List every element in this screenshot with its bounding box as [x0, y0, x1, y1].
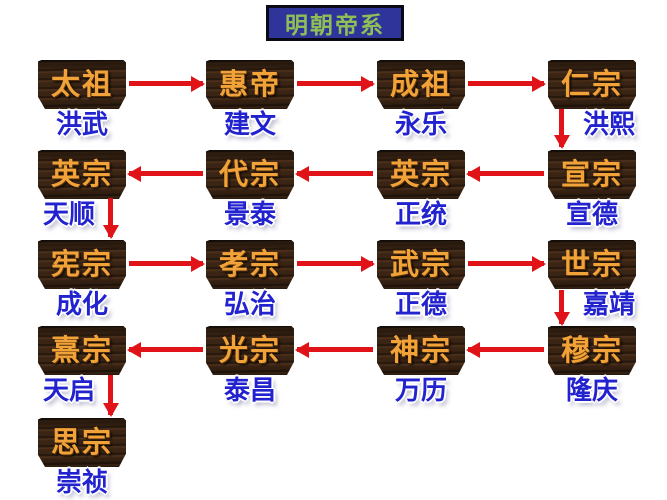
emperor-plaque: 穆宗 — [548, 326, 636, 375]
era-name: 景泰 — [223, 200, 276, 230]
era-name: 天顺 — [42, 200, 95, 230]
node-xizong: 熹宗 天启 — [38, 326, 126, 405]
node-shenzong: 神宗 万历 — [377, 326, 465, 405]
temple-name: 代宗 — [218, 157, 281, 191]
emperor-plaque: 武宗 — [377, 240, 465, 289]
node-xiaozong: 孝宗 弘治 — [206, 240, 294, 319]
temple-name: 熹宗 — [50, 333, 113, 367]
emperor-plaque: 宪宗 — [38, 240, 126, 289]
emperor-plaque: 英宗 — [377, 150, 465, 199]
temple-name: 神宗 — [389, 333, 452, 367]
era-name: 永乐 — [394, 110, 447, 140]
emperor-plaque: 神宗 — [377, 326, 465, 375]
temple-name: 武宗 — [389, 247, 452, 281]
arrow-daizong-to-yingzong-tianshun — [129, 171, 203, 176]
node-wuzong: 武宗 正德 — [377, 240, 465, 319]
arrow-huidi-to-chengzu — [297, 81, 373, 86]
temple-name: 孝宗 — [218, 247, 281, 281]
node-yingzong-zhengtong: 英宗 正统 — [377, 150, 465, 229]
emperor-plaque: 熹宗 — [38, 326, 126, 375]
era-name: 洪武 — [55, 110, 108, 140]
node-xuanzong: 宣宗 宣德 — [548, 150, 636, 229]
arrow-yingzong-zhengtong-to-daizong — [297, 171, 373, 176]
arrow-xianzong-to-xiaozong — [129, 261, 203, 266]
arrow-taizu-to-huidi — [129, 81, 203, 86]
temple-name: 世宗 — [560, 247, 623, 281]
temple-name: 惠帝 — [218, 67, 281, 101]
era-name: 正统 — [394, 200, 447, 230]
emperor-plaque: 太祖 — [38, 60, 126, 109]
era-name: 宣德 — [565, 200, 618, 230]
arrow-guangzong-to-xizong — [129, 347, 203, 352]
era-name: 嘉靖 — [582, 290, 635, 320]
arrow-xuanzong-to-yingzong-zhengtong — [468, 171, 544, 176]
emperor-plaque: 光宗 — [206, 326, 294, 375]
emperor-plaque: 代宗 — [206, 150, 294, 199]
node-taizu: 太祖 洪武 — [38, 60, 126, 139]
arrow-wuzong-to-shizong — [468, 261, 544, 266]
node-yingzong-tianshun: 英宗 天顺 — [38, 150, 126, 229]
era-name: 正德 — [394, 290, 447, 320]
temple-name: 思宗 — [50, 425, 113, 459]
temple-name: 仁宗 — [560, 67, 623, 101]
node-muzong: 穆宗 隆庆 — [548, 326, 636, 405]
arrow-xiaozong-to-wuzong — [297, 261, 373, 266]
emperor-plaque: 英宗 — [38, 150, 126, 199]
temple-name: 太祖 — [50, 67, 113, 101]
emperor-plaque: 世宗 — [548, 240, 636, 289]
temple-name: 宪宗 — [50, 247, 113, 281]
arrow-chengzu-to-renzong — [468, 81, 544, 86]
era-name: 隆庆 — [565, 376, 618, 406]
diagram-title: 明朝帝系 — [285, 13, 385, 39]
temple-name: 穆宗 — [560, 333, 623, 367]
temple-name: 成祖 — [389, 67, 452, 101]
temple-name: 光宗 — [218, 333, 281, 367]
node-shizong: 世宗 嘉靖 — [548, 240, 636, 319]
arrow-muzong-to-shenzong — [468, 347, 544, 352]
node-xianzong: 宪宗 成化 — [38, 240, 126, 319]
arrow-xizong-to-sizong — [108, 375, 113, 415]
emperor-plaque: 思宗 — [38, 418, 126, 467]
temple-name: 英宗 — [50, 157, 113, 191]
emperor-plaque: 宣宗 — [548, 150, 636, 199]
node-huidi: 惠帝 建文 — [206, 60, 294, 139]
era-name: 建文 — [223, 110, 276, 140]
emperor-plaque: 成祖 — [377, 60, 465, 109]
arrow-yingzong-tianshun-to-xianzong — [108, 198, 113, 237]
node-renzong: 仁宗 洪熙 — [548, 60, 636, 139]
emperor-plaque: 仁宗 — [548, 60, 636, 109]
arrow-shizong-to-muzong — [559, 290, 564, 324]
era-name: 天启 — [42, 376, 95, 406]
emperor-plaque: 孝宗 — [206, 240, 294, 289]
diagram-title-plate: 明朝帝系 — [266, 5, 404, 41]
era-name: 泰昌 — [223, 376, 276, 406]
node-sizong: 思宗 崇祯 — [38, 418, 126, 497]
era-name: 洪熙 — [582, 110, 635, 140]
node-guangzong: 光宗 泰昌 — [206, 326, 294, 405]
era-name: 成化 — [55, 290, 108, 320]
node-chengzu: 成祖 永乐 — [377, 60, 465, 139]
emperor-plaque: 惠帝 — [206, 60, 294, 109]
era-name: 万历 — [394, 376, 447, 406]
arrow-shenzong-to-guangzong — [297, 347, 373, 352]
arrow-renzong-to-xuanzong — [559, 109, 564, 147]
era-name: 崇祯 — [55, 468, 108, 498]
temple-name: 英宗 — [389, 157, 452, 191]
node-daizong: 代宗 景泰 — [206, 150, 294, 229]
era-name: 弘治 — [223, 290, 276, 320]
temple-name: 宣宗 — [560, 157, 623, 191]
